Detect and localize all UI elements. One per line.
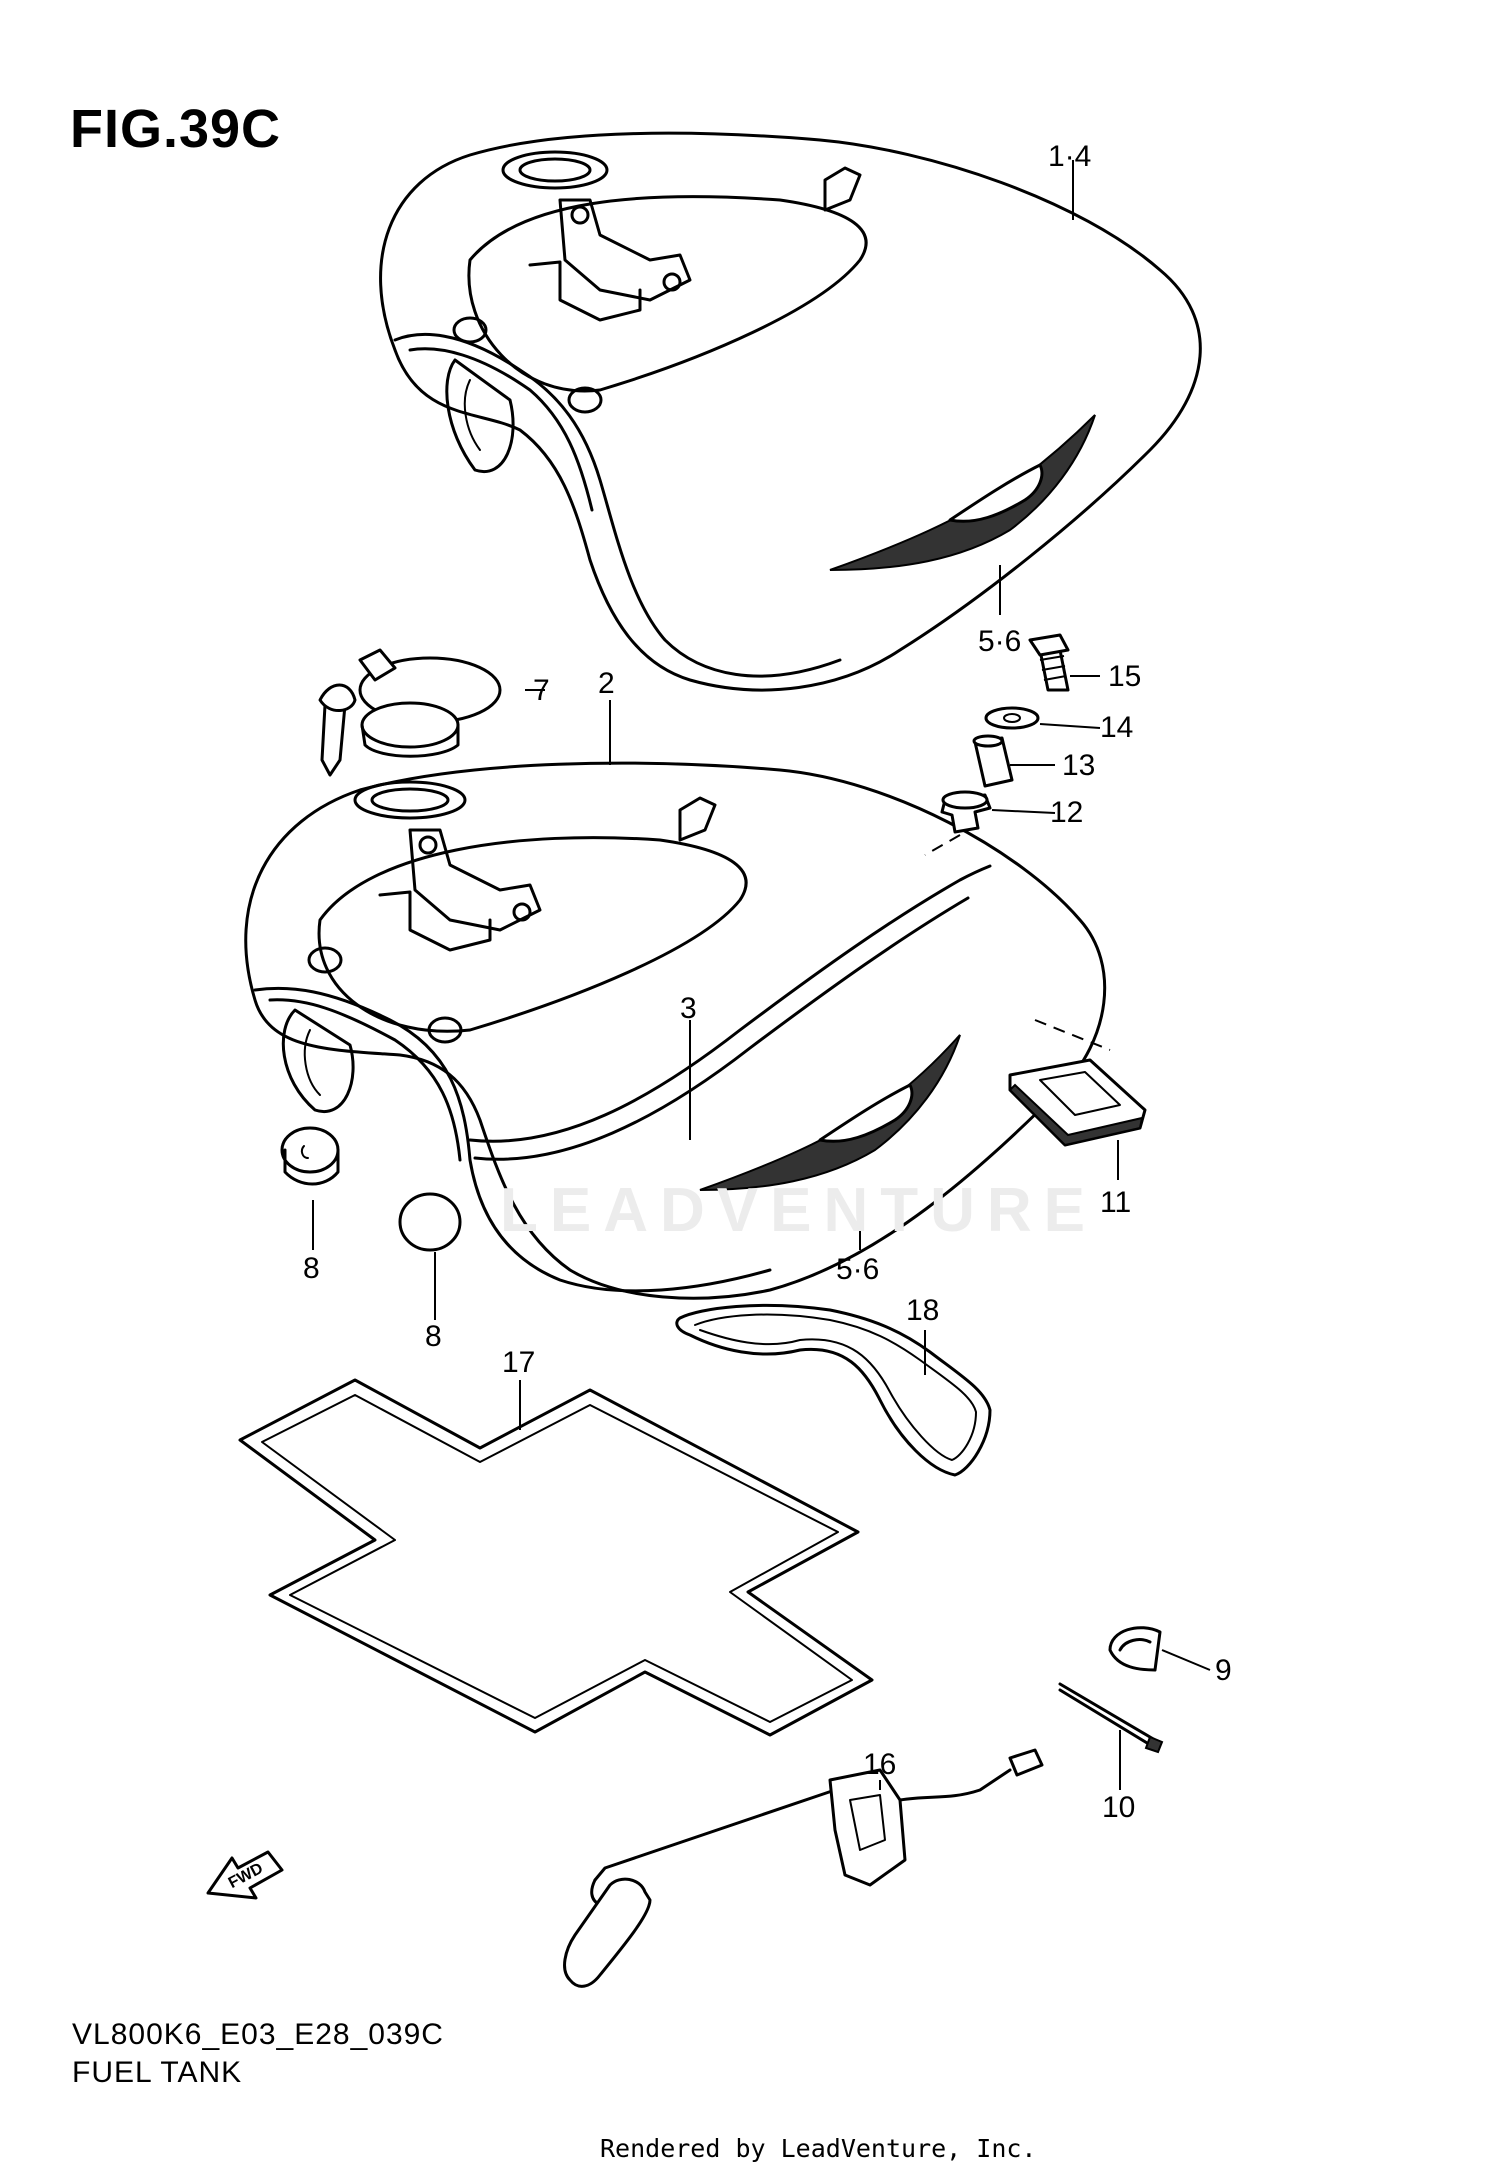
section-name: FUEL TANK — [72, 2056, 243, 2089]
callout-16: 16 — [863, 1748, 897, 1781]
callout-17: 17 — [502, 1346, 536, 1379]
rendered-by: Rendered by LeadVenture, Inc. — [600, 2134, 1037, 2163]
callout-13: 13 — [1062, 749, 1096, 782]
leader-lines — [312, 160, 1211, 1790]
callout-10: 10 — [1102, 1791, 1136, 1824]
figure-title: FIG.39C — [70, 99, 282, 159]
seal-18 — [675, 1303, 992, 1477]
fuel-tank-upper — [379, 131, 1202, 692]
fuel-cap-with-keys — [318, 648, 502, 777]
callout-11: 11 — [1100, 1186, 1132, 1219]
callout-1-4: 1·4 — [1048, 140, 1092, 173]
model-code: VL800K6_E03_E28_039C — [72, 2018, 444, 2051]
clamp-and-tie — [1058, 1626, 1164, 1754]
callout-15: 15 — [1108, 660, 1142, 693]
callout-18: 18 — [906, 1294, 940, 1327]
callout-8-center: 8 — [425, 1320, 442, 1353]
mount-hardware — [940, 633, 1070, 834]
callout-12: 12 — [1050, 796, 1084, 829]
alignment-lines — [924, 834, 1111, 1051]
callout-5-6-upper: 5·6 — [978, 625, 1022, 658]
callout-8-left: 8 — [303, 1252, 320, 1285]
watermark: LEADVENTURE — [500, 1176, 1098, 1245]
callout-3: 3 — [680, 992, 697, 1025]
fuel-tank-lower — [244, 761, 1107, 1300]
callout-5-6-lower: 5·6 — [836, 1253, 880, 1286]
plugs — [280, 1126, 462, 1252]
gasket-17 — [238, 1378, 874, 1737]
callout-14: 14 — [1100, 711, 1134, 744]
fuel-level-gauge — [563, 1748, 1044, 1988]
fwd-arrow-icon: FWD — [206, 1850, 284, 1900]
callout-9: 9 — [1215, 1654, 1232, 1687]
callout-7: 7 — [533, 674, 550, 707]
callout-2: 2 — [598, 667, 615, 700]
rubber-pad — [1008, 1058, 1147, 1147]
